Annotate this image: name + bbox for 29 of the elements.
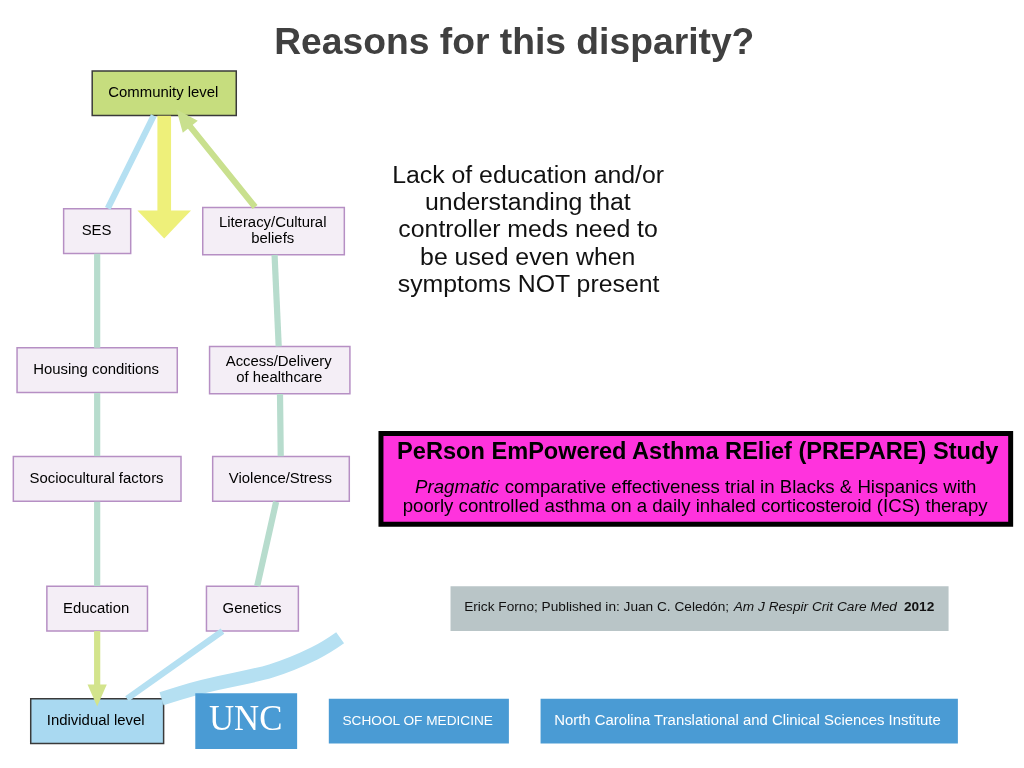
- connector: [276, 393, 284, 456]
- label: SCHOOL OF MEDICINE: [342, 712, 493, 728]
- node-box: Sociocultural factors: [12, 455, 182, 502]
- node-box: Access/Delivery of healthcare: [208, 345, 351, 395]
- node-box: Community level: [91, 69, 237, 116]
- connector: [125, 628, 225, 701]
- label: North Carolina Translational and Clinical Sciences Institute: [554, 711, 941, 728]
- label: Erick Forno; Published in: Juan C. Celedón; Am J Respir Crit Care Med 2012: [464, 598, 935, 614]
- node-box: Genetics: [205, 585, 300, 632]
- connector: [94, 253, 101, 348]
- connector: [94, 501, 101, 586]
- node-box: Housing conditions: [16, 346, 179, 393]
- label: UNC: [208, 698, 283, 738]
- connector: [254, 500, 280, 587]
- connector: [271, 254, 282, 346]
- connector: [94, 392, 101, 456]
- node-box: Individual level: [29, 697, 165, 744]
- node-box: Literacy/Cultural beliefs: [202, 206, 346, 255]
- node-box: PeRson EmPowered Asthma RElief (PREPARE) Study Pragmatic comparative effectiveness trial in Blacks & Hispanics with poorly controlled asthma on a daily inhaled corticosteroid (ICS) therapy: [378, 430, 1014, 527]
- diagram-title: Reasons for this disparity?: [274, 19, 755, 61]
- arrow: [87, 630, 107, 706]
- node-box: SES: [62, 207, 132, 254]
- arrow: [137, 115, 192, 238]
- connector: [159, 631, 345, 705]
- node-box: Violence/Stress: [211, 455, 351, 502]
- connector: [105, 113, 157, 210]
- label: Lack of education and/or understanding that controller meds need to be used even when symptoms NOT present: [392, 160, 665, 297]
- node-box: Education: [46, 585, 149, 632]
- arrow: [176, 109, 258, 209]
